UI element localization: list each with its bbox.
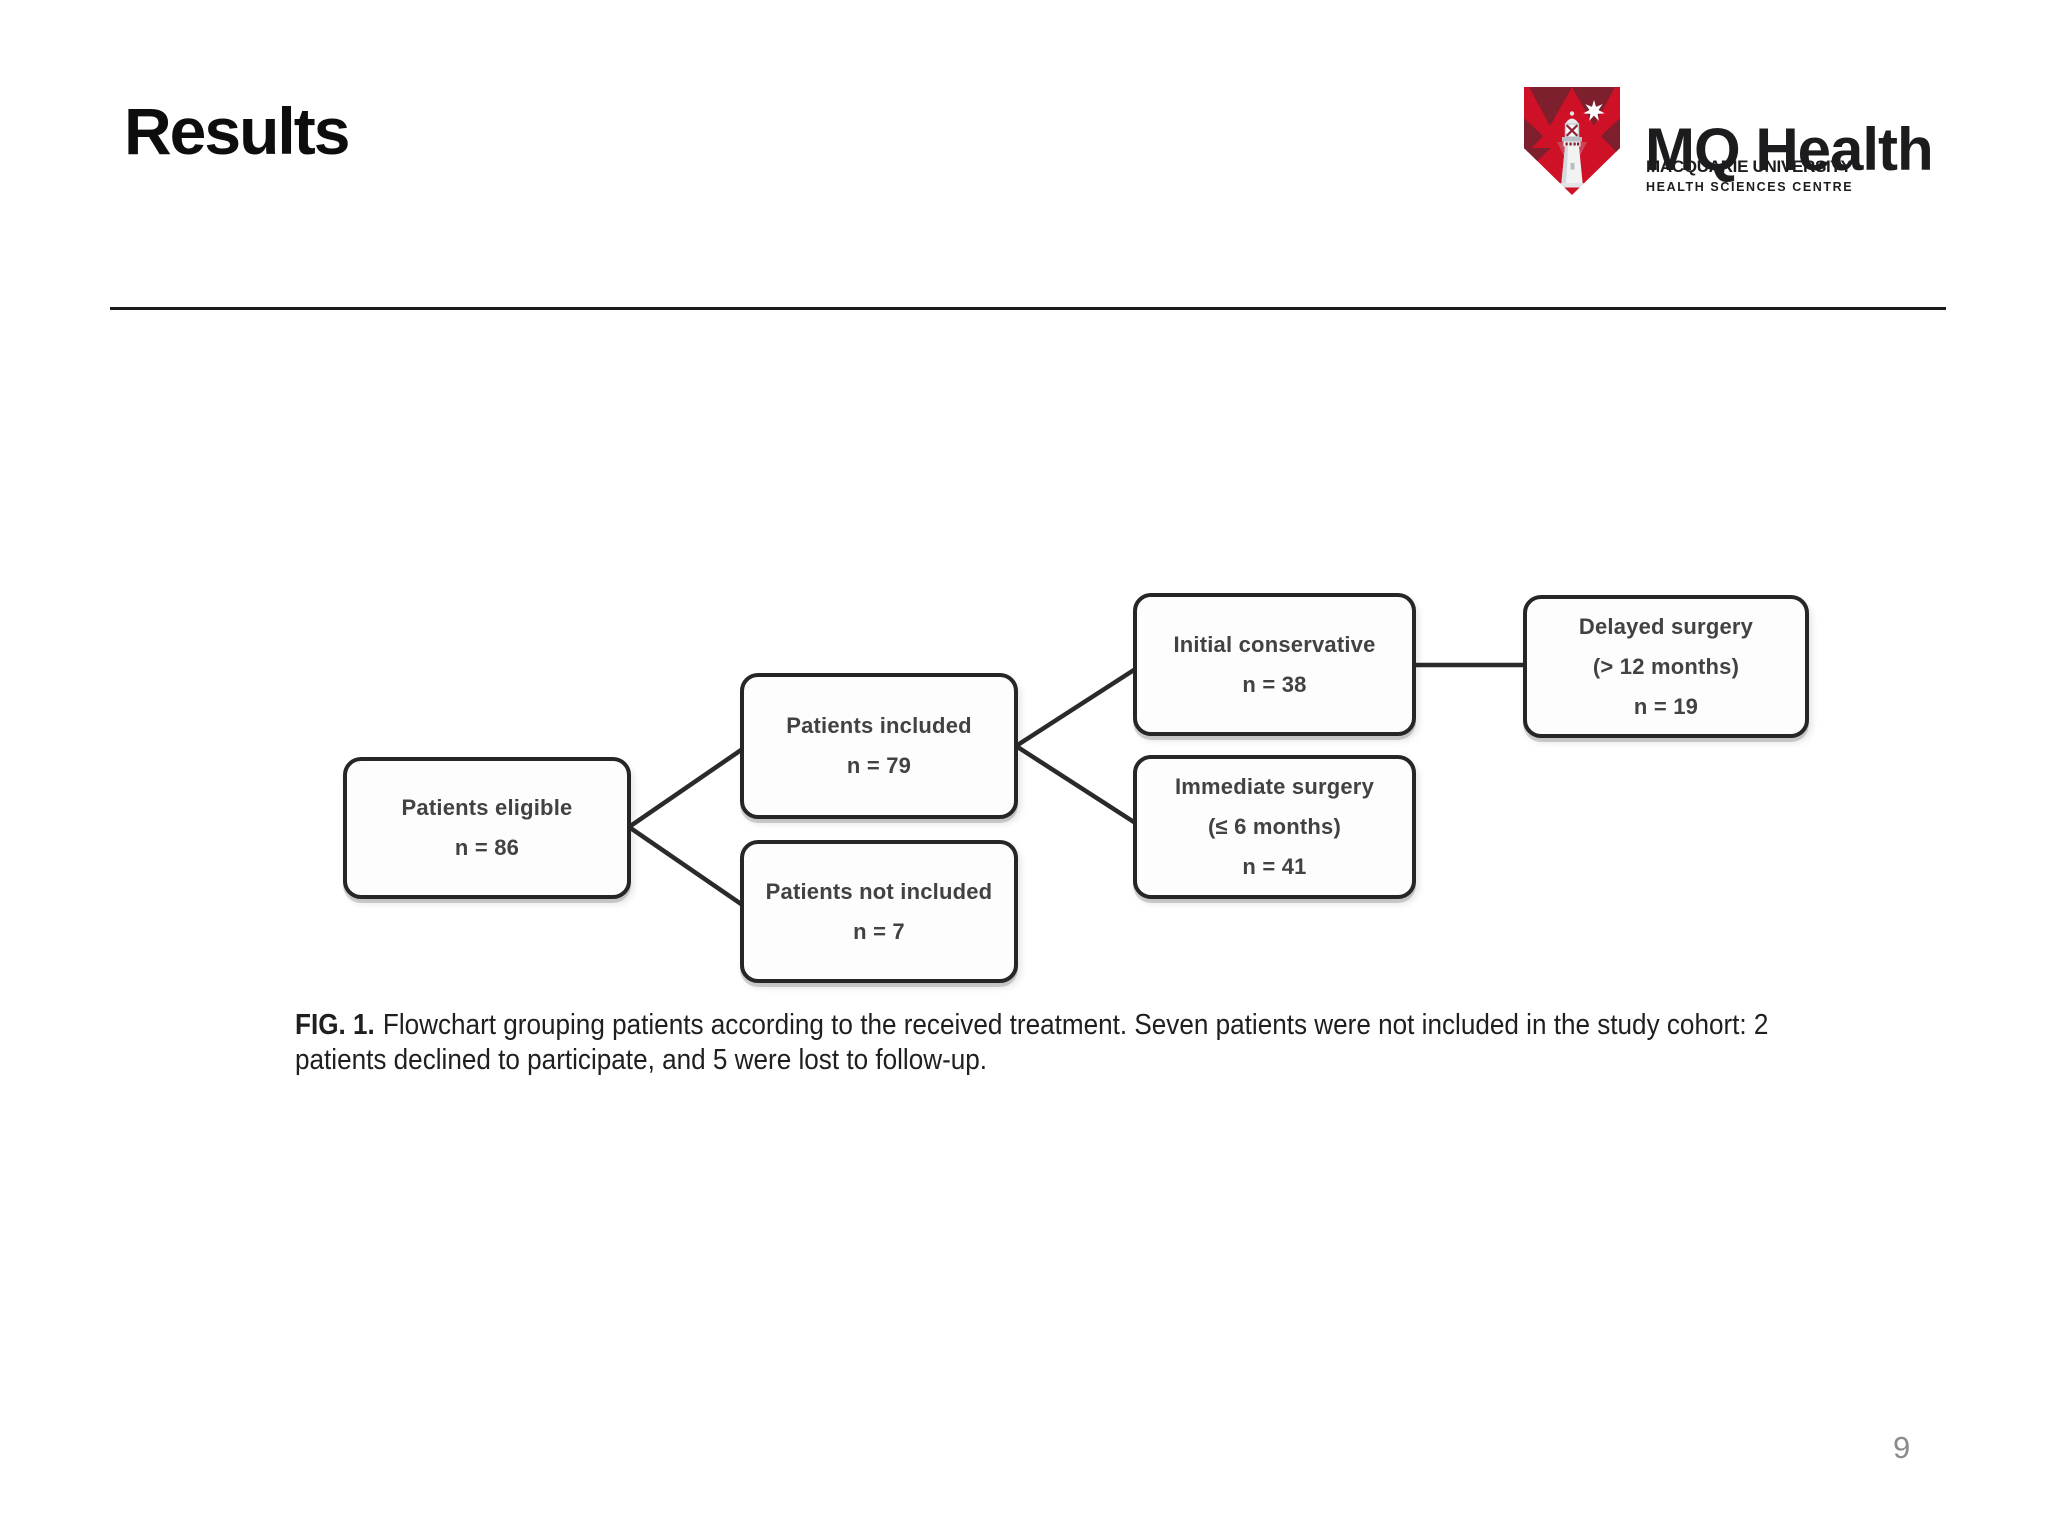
logo-university-text: MACQUARIE UNIVERSITY xyxy=(1646,157,1852,176)
figure-caption: FIG. 1.Flowchart grouping patients accor… xyxy=(295,1008,1768,1078)
flowchart-box-patients-not-included: Patients not included n = 7 xyxy=(740,840,1018,983)
flowchart-box-patients-included: Patients included n = 79 xyxy=(740,673,1018,819)
box-line: n = 41 xyxy=(1242,854,1307,879)
lighthouse-icon xyxy=(1560,111,1584,188)
flowchart-box-patients-eligible: Patients eligible n = 86 xyxy=(343,757,631,899)
box-line: n = 86 xyxy=(454,835,520,860)
box-line: Patients eligible xyxy=(401,795,573,820)
logo-centre-text: HEALTH SCIENCES CENTRE xyxy=(1646,180,1854,194)
page-number: 9 xyxy=(1893,1430,1911,1465)
title-divider xyxy=(110,307,1946,310)
box-line: n = 79 xyxy=(846,753,912,778)
box-line: Delayed surgery xyxy=(1578,613,1754,639)
box-line: Patients included xyxy=(786,713,972,738)
caption-line-2: patients declined to participate, and 5 … xyxy=(295,1043,1768,1078)
box-line: Patients not included xyxy=(765,878,993,904)
box-line: (> 12 months) xyxy=(1592,653,1740,679)
flowchart-box-delayed-surgery: Delayed surgery (> 12 months) n = 19 xyxy=(1523,595,1809,738)
mq-health-logo: MQ Health MACQUARIE UNIVERSITY HEALTH SC… xyxy=(1521,84,1941,204)
box-line: n = 38 xyxy=(1242,671,1307,697)
flowchart-box-immediate-surgery: Immediate surgery (≤ 6 months) n = 41 xyxy=(1133,755,1416,899)
connector-line xyxy=(1013,743,1140,827)
macquarie-shield-icon xyxy=(1524,87,1620,195)
connector-line xyxy=(626,745,747,830)
box-line: n = 7 xyxy=(853,918,905,944)
caption-text: patients declined to participate, and 5 … xyxy=(295,1044,988,1076)
connector-line xyxy=(626,824,747,909)
slide-title: Results xyxy=(124,94,350,168)
figure-caption-label: FIG. 1. xyxy=(295,1009,375,1041)
box-line: n = 19 xyxy=(1633,693,1699,719)
box-line: (≤ 6 months) xyxy=(1207,814,1342,839)
box-line: Immediate surgery xyxy=(1174,774,1375,799)
star-icon xyxy=(1583,100,1605,121)
box-line: Initial conservative xyxy=(1173,631,1376,657)
caption-text: Flowchart grouping patients according to… xyxy=(382,1009,1769,1041)
caption-line-1: FIG. 1.Flowchart grouping patients accor… xyxy=(295,1008,1768,1043)
flowchart-box-initial-conservative: Initial conservative n = 38 xyxy=(1133,593,1416,736)
logo-brand-text: MQ Health xyxy=(1645,116,1934,183)
connector-line xyxy=(1013,665,1140,749)
